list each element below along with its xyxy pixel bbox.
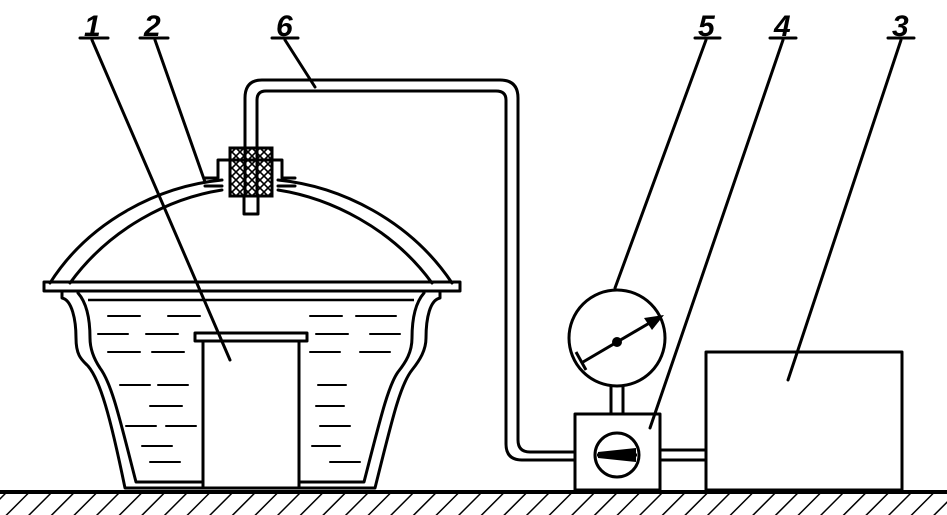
- liquid-level-marks: [97, 315, 401, 463]
- callout-6: 6: [276, 10, 293, 43]
- callout-5: 5: [698, 10, 716, 43]
- container-vessel: [42, 280, 462, 490]
- vessel-lid: [48, 158, 454, 285]
- callout-2: 2: [143, 10, 161, 43]
- ground-base: [0, 490, 947, 515]
- pressure-gauge-icon: [567, 288, 667, 414]
- callout-4: 4: [773, 10, 791, 43]
- callout-3: 3: [892, 10, 909, 43]
- connecting-tube: [243, 78, 577, 462]
- leader-lines: [78, 36, 916, 430]
- valve-icon: [573, 412, 706, 492]
- specimen: [193, 331, 309, 490]
- callout-1: 1: [84, 10, 101, 43]
- seal-plug: [228, 146, 274, 216]
- pump-unit: [704, 350, 904, 492]
